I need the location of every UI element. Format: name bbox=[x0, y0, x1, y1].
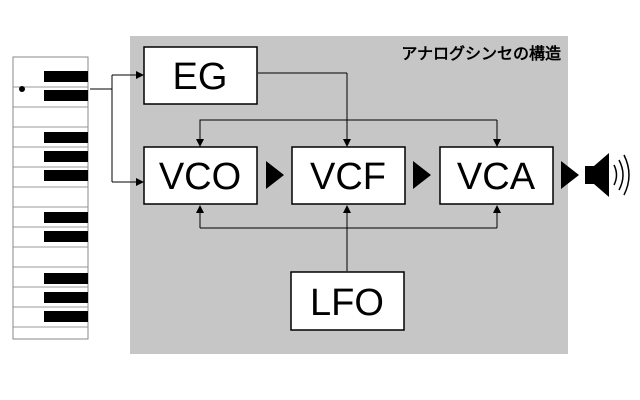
lfo-block: LFO bbox=[290, 271, 405, 331]
vca-block: VCA bbox=[439, 146, 554, 205]
lfo-connections bbox=[196, 205, 501, 271]
vcf-label: VCF bbox=[310, 156, 386, 198]
vco-label: VCO bbox=[159, 156, 241, 198]
eg-label: EG bbox=[173, 56, 228, 98]
pressed-key-dot bbox=[19, 86, 25, 92]
lfo-label: LFO bbox=[310, 282, 384, 324]
speaker-icon bbox=[585, 153, 630, 197]
eg-block: EG bbox=[143, 46, 258, 105]
signal-flow-arrows bbox=[266, 161, 579, 189]
diagram-title: アナログシンセの構造 bbox=[401, 44, 562, 63]
vca-label: VCA bbox=[457, 156, 536, 198]
vcf-block: VCF bbox=[291, 146, 406, 205]
eg-connections bbox=[196, 72, 501, 147]
keyboard-icon bbox=[12, 56, 89, 340]
keyboard-connections bbox=[90, 71, 144, 186]
vco-block: VCO bbox=[143, 146, 258, 205]
vcf-to-vca-arrow-icon bbox=[413, 161, 431, 189]
vca-to-speaker-arrow-icon bbox=[561, 161, 579, 189]
vco-to-vcf-arrow-icon bbox=[266, 161, 284, 189]
